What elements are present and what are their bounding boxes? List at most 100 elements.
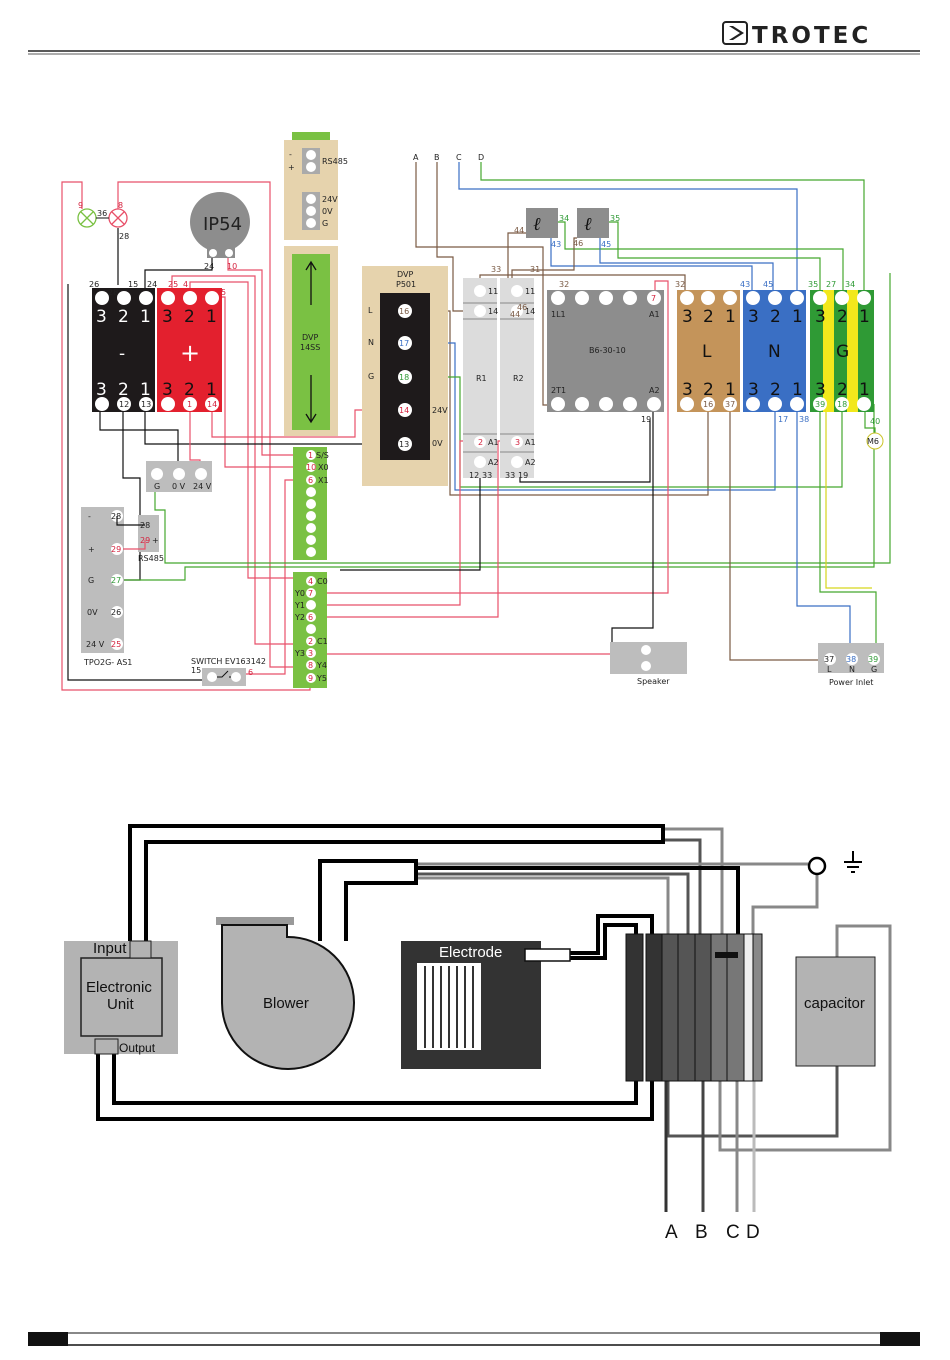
svg-text:Y1: Y1 — [294, 601, 305, 610]
svg-text:Y2: Y2 — [294, 613, 305, 622]
svg-text:11: 11 — [488, 287, 498, 296]
svg-text:24V: 24V — [322, 195, 338, 204]
svg-text:G: G — [322, 219, 328, 228]
svg-text:24: 24 — [147, 280, 157, 289]
svg-text:D: D — [746, 1222, 760, 1243]
arrow-down-icon — [305, 375, 317, 424]
svg-text:Y3: Y3 — [294, 649, 305, 658]
svg-text:45: 45 — [601, 240, 611, 249]
svg-text:SWITCH EV163142: SWITCH EV163142 — [191, 657, 266, 666]
brand-name: TROTEC — [752, 23, 871, 49]
svg-text:C1: C1 — [317, 637, 328, 646]
svg-text:12: 12 — [119, 400, 129, 409]
svg-text:34: 34 — [845, 280, 855, 289]
svg-text:Y4: Y4 — [316, 661, 327, 670]
svg-text:3: 3 — [748, 307, 759, 327]
svg-text:3: 3 — [815, 380, 826, 400]
svg-text:38: 38 — [799, 415, 809, 424]
chevron-right-icon — [729, 26, 744, 40]
terminal-block — [625, 933, 763, 1082]
svg-text:29: 29 — [140, 536, 150, 545]
svg-text:A1: A1 — [649, 310, 660, 319]
svg-text:2: 2 — [118, 307, 129, 327]
svg-text:44: 44 — [514, 226, 524, 235]
sensor-glyph-icon: ℓ — [584, 214, 592, 235]
svg-text:12: 12 — [469, 471, 479, 480]
svg-text:A2: A2 — [525, 458, 536, 467]
svg-text:B: B — [695, 1222, 708, 1243]
svg-text:DVP: DVP — [302, 333, 318, 342]
svg-text:0V: 0V — [322, 207, 333, 216]
m6-ground-stud: M6 — [866, 432, 884, 450]
svg-text:1: 1 — [725, 380, 736, 400]
header: TROTEC — [28, 21, 920, 55]
svg-text:15: 15 — [128, 280, 138, 289]
wire-letters-bottom: A B C D — [665, 1222, 760, 1243]
svg-text:32: 32 — [675, 280, 685, 289]
svg-text:37: 37 — [725, 400, 735, 409]
svg-text:A: A — [665, 1222, 678, 1243]
svg-text:3: 3 — [748, 380, 759, 400]
svg-text:C: C — [456, 153, 462, 162]
svg-text:46: 46 — [573, 239, 583, 248]
tpo2g-as1-module: 28 29 27 26 25 - + G 0V 24 V TPO2G- AS1 — [81, 507, 132, 667]
svg-text:2: 2 — [837, 307, 848, 327]
svg-text:N: N — [768, 342, 781, 362]
svg-text:13: 13 — [141, 400, 151, 409]
svg-text:3: 3 — [162, 307, 173, 327]
svg-text:A1: A1 — [525, 438, 536, 447]
svg-text:2: 2 — [703, 307, 714, 327]
svg-text:32: 32 — [559, 280, 569, 289]
svg-text:Power Inlet: Power Inlet — [829, 678, 873, 687]
svg-text:28: 28 — [140, 521, 150, 530]
svg-text:2T1: 2T1 — [551, 386, 566, 395]
svg-text:24 V: 24 V — [86, 640, 105, 649]
svg-text:G: G — [88, 576, 94, 585]
capacitor: capacitor — [795, 956, 876, 1067]
blower: Blower — [216, 917, 355, 1070]
svg-text:0V: 0V — [432, 439, 443, 448]
svg-text:6: 6 — [308, 613, 313, 622]
svg-text:Electronic: Electronic — [86, 979, 152, 996]
svg-text:7: 7 — [308, 589, 313, 598]
svg-text:2: 2 — [118, 380, 129, 400]
svg-text:4: 4 — [308, 577, 313, 586]
speaker: Speaker — [610, 642, 687, 686]
svg-text:35: 35 — [610, 214, 620, 223]
svg-text:7: 7 — [651, 294, 656, 303]
svg-text:Blower: Blower — [263, 995, 309, 1012]
svg-text:D: D — [478, 153, 484, 162]
ip54-label: IP54 — [203, 214, 242, 235]
svg-text:N: N — [849, 665, 855, 674]
svg-text:Y0: Y0 — [294, 589, 305, 598]
svg-text:3: 3 — [96, 380, 107, 400]
indicator-lamp-red: 8 36 28 — [96, 201, 129, 241]
svg-text:4: 4 — [183, 280, 188, 289]
svg-text:2: 2 — [184, 380, 195, 400]
svg-text:1: 1 — [859, 307, 870, 327]
svg-text:16: 16 — [703, 400, 713, 409]
svg-text:43: 43 — [551, 240, 561, 249]
svg-text:3: 3 — [308, 649, 313, 658]
svg-text:2: 2 — [837, 380, 848, 400]
svg-text:28: 28 — [111, 512, 121, 521]
ground-icon — [844, 851, 862, 873]
svg-text:33: 33 — [491, 265, 501, 274]
terminal-label: 28 — [119, 232, 129, 241]
svg-text:6: 6 — [248, 668, 253, 677]
svg-text:2: 2 — [703, 380, 714, 400]
svg-text:14: 14 — [488, 307, 498, 316]
ip54-sensor: IP54 24 10 — [190, 192, 250, 271]
svg-text:14SS: 14SS — [300, 343, 320, 352]
svg-text:39: 39 — [815, 400, 825, 409]
svg-text:1: 1 — [308, 451, 313, 460]
svg-text:27: 27 — [111, 576, 121, 585]
svg-text:B: B — [434, 153, 440, 162]
svg-text:A1: A1 — [488, 438, 499, 447]
svg-text:X1: X1 — [318, 476, 329, 485]
